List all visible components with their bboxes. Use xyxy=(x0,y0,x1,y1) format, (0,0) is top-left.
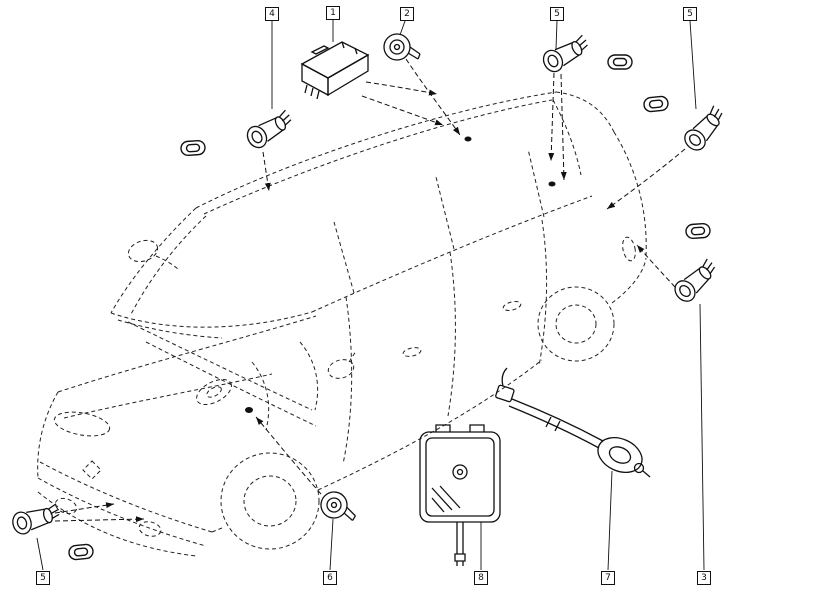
round-sensor-part-2 xyxy=(383,33,421,61)
callout-3[interactable]: 3 xyxy=(697,571,711,585)
callout-2[interactable]: 2 xyxy=(400,7,414,21)
callout-6[interactable]: 6 xyxy=(323,571,337,585)
callout-5-bottom-left[interactable]: 5 xyxy=(36,571,50,585)
sensor-part-4 xyxy=(179,107,297,157)
round-sensor-part-6 xyxy=(318,489,360,523)
antenna-cable-part-7 xyxy=(495,367,651,478)
callout-5-top[interactable]: 5 xyxy=(550,7,564,21)
leader-lines xyxy=(54,58,686,523)
callout-5-top-right[interactable]: 5 xyxy=(683,7,697,21)
control-module-part-1 xyxy=(300,41,370,100)
parking-sensor-part-5-top-right xyxy=(642,95,730,155)
ecu-part-8 xyxy=(419,424,501,566)
callout-lines xyxy=(36,20,705,571)
parking-sensor-part-3-right xyxy=(670,222,722,306)
callout-4[interactable]: 4 xyxy=(265,7,279,21)
mounting-point-marks xyxy=(245,136,556,413)
callout-1[interactable]: 1 xyxy=(326,6,340,20)
parking-sensor-part-5-top xyxy=(539,32,633,76)
callout-8[interactable]: 8 xyxy=(474,571,488,585)
callout-7[interactable]: 7 xyxy=(601,571,615,585)
vehicle-outline xyxy=(37,91,647,557)
parking-sensor-part-5-bottom-left xyxy=(9,501,95,561)
